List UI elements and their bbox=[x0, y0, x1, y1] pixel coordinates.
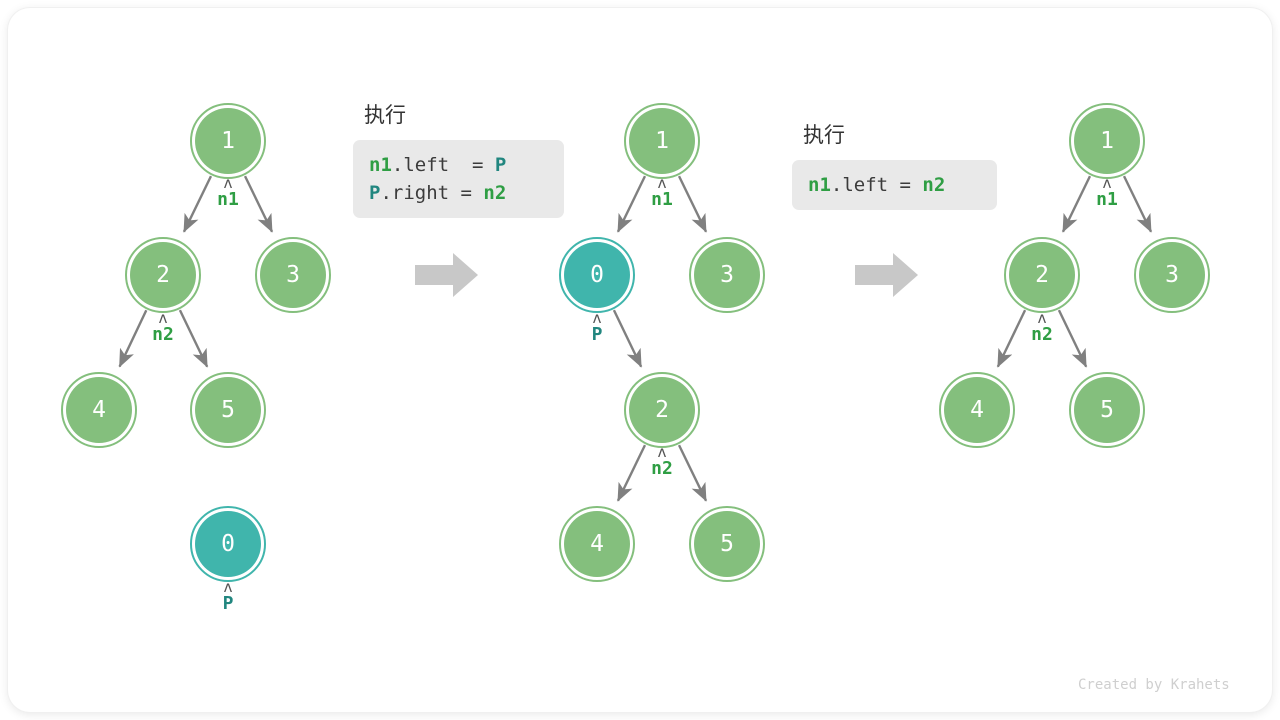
code-line: P.right = n2 bbox=[369, 179, 548, 207]
pointer-name: n2 bbox=[1031, 324, 1053, 345]
code-token: .left = bbox=[391, 154, 495, 176]
node-value: 2 bbox=[655, 396, 669, 423]
tree-node-2: 2 bbox=[125, 237, 201, 313]
tree-node-5: 5 bbox=[190, 372, 266, 448]
pointer-caret-icon: ʌ bbox=[1102, 174, 1112, 192]
tree-node-5: 5 bbox=[1069, 372, 1145, 448]
code-line: n1.left = P bbox=[369, 151, 548, 179]
tree-node-2: 2 bbox=[1004, 237, 1080, 313]
transition-arrow-icon bbox=[415, 252, 479, 298]
code-token: P bbox=[369, 182, 381, 204]
tree-node-4: 4 bbox=[559, 506, 635, 582]
tree-node-4: 4 bbox=[61, 372, 137, 448]
pointer-name: P bbox=[222, 593, 234, 614]
tree-node-4: 4 bbox=[939, 372, 1015, 448]
watermark: Created by Krahets bbox=[1078, 677, 1230, 693]
code-token: P bbox=[494, 154, 507, 176]
code-token: .right = bbox=[380, 182, 484, 204]
pointer-name: P bbox=[591, 324, 603, 345]
tree-node-3: 3 bbox=[1134, 237, 1210, 313]
pointer-caret-icon: ʌ bbox=[592, 309, 602, 327]
code-token: n1 bbox=[369, 154, 392, 176]
tree-node-1: 1 bbox=[190, 103, 266, 179]
pointer-caret-icon: ʌ bbox=[657, 443, 667, 461]
tree-node-2: 2 bbox=[624, 372, 700, 448]
node-value: 2 bbox=[1035, 261, 1049, 288]
exec-caption: 执行 bbox=[803, 123, 845, 147]
node-value: 5 bbox=[1100, 396, 1114, 423]
code-token: n2 bbox=[922, 174, 946, 196]
pointer-caret-icon: ʌ bbox=[223, 578, 233, 596]
pointer-name: n2 bbox=[152, 324, 174, 345]
node-value: 3 bbox=[720, 261, 734, 288]
tree-node-5: 5 bbox=[689, 506, 765, 582]
pointer-name: n1 bbox=[1096, 189, 1118, 210]
node-value: 1 bbox=[655, 127, 669, 154]
code-token: .left = bbox=[830, 174, 923, 196]
tree-node-3: 3 bbox=[689, 237, 765, 313]
code-token: n1 bbox=[808, 174, 831, 196]
pointer-name: n1 bbox=[651, 189, 673, 210]
node-value: 1 bbox=[221, 127, 235, 154]
node-value: 4 bbox=[92, 396, 106, 423]
pointer-name: n1 bbox=[217, 189, 239, 210]
pointer-caret-icon: ʌ bbox=[158, 309, 168, 327]
pointer-caret-icon: ʌ bbox=[1037, 309, 1047, 327]
node-value: 4 bbox=[590, 530, 604, 557]
tree-node-1: 1 bbox=[1069, 103, 1145, 179]
pointer-caret-icon: ʌ bbox=[223, 174, 233, 192]
node-value: 3 bbox=[1165, 261, 1179, 288]
exec-caption: 执行 bbox=[364, 103, 406, 127]
pointer-caret-icon: ʌ bbox=[657, 174, 667, 192]
transition-arrow-icon bbox=[855, 252, 919, 298]
node-value: 3 bbox=[286, 261, 300, 288]
tree-node-0: 0 bbox=[190, 506, 266, 582]
node-value: 5 bbox=[221, 396, 235, 423]
node-value: 0 bbox=[590, 261, 604, 288]
code-block: n1.left = n2 bbox=[792, 160, 997, 210]
tree-node-3: 3 bbox=[255, 237, 331, 313]
code-line: n1.left = n2 bbox=[808, 171, 981, 199]
tree-node-0: 0 bbox=[559, 237, 635, 313]
code-token: n2 bbox=[483, 182, 507, 204]
node-value: 5 bbox=[720, 530, 734, 557]
node-value: 0 bbox=[221, 530, 235, 557]
pointer-name: n2 bbox=[651, 458, 673, 479]
node-value: 2 bbox=[156, 261, 170, 288]
node-value: 4 bbox=[970, 396, 984, 423]
node-value: 1 bbox=[1100, 127, 1114, 154]
tree-node-1: 1 bbox=[624, 103, 700, 179]
